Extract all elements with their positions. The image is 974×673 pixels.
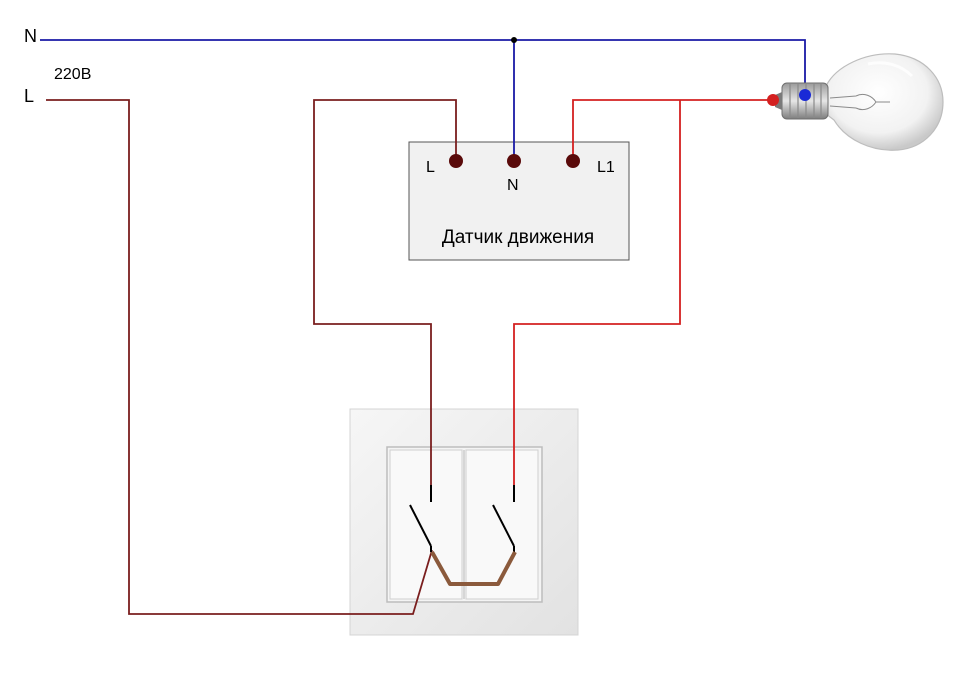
lamp-neutral-terminal	[799, 89, 811, 101]
light-bulb-icon	[775, 53, 944, 151]
sensor-terminal-n-label: N	[507, 177, 519, 194]
sensor-title: Датчик движения	[442, 227, 594, 248]
bulb-filament	[829, 93, 890, 111]
right-contact-blade	[492, 504, 515, 547]
sensor-terminal-l1-label: L1	[597, 159, 615, 176]
phase-to-sensor-wire	[313, 99, 457, 485]
sensor-terminal-n	[507, 154, 521, 168]
neutral-wire	[40, 39, 806, 95]
double-switch-icon	[349, 408, 579, 636]
switch-bypass-wire	[513, 100, 681, 485]
switch-key-left	[389, 449, 463, 600]
load-to-lamp-wire	[572, 99, 773, 160]
neutral-label: N	[24, 26, 37, 46]
sensor-terminal-l	[449, 154, 463, 168]
switch-contacts	[409, 485, 515, 552]
sensor-terminal-l-label: L	[426, 159, 435, 176]
switch-bridge-wire	[430, 551, 517, 586]
left-contact-blade	[409, 504, 432, 547]
neutral-junction	[511, 37, 517, 43]
motion-sensor: L N L1 Датчик движения	[408, 141, 630, 261]
voltage-label: 220В	[54, 66, 91, 83]
phase-supply-wire	[46, 99, 433, 615]
phase-label: L	[24, 86, 34, 106]
lamp-phase-terminal	[767, 94, 779, 106]
bulb-highlight	[867, 61, 914, 78]
sensor-terminal-l1	[566, 154, 580, 168]
